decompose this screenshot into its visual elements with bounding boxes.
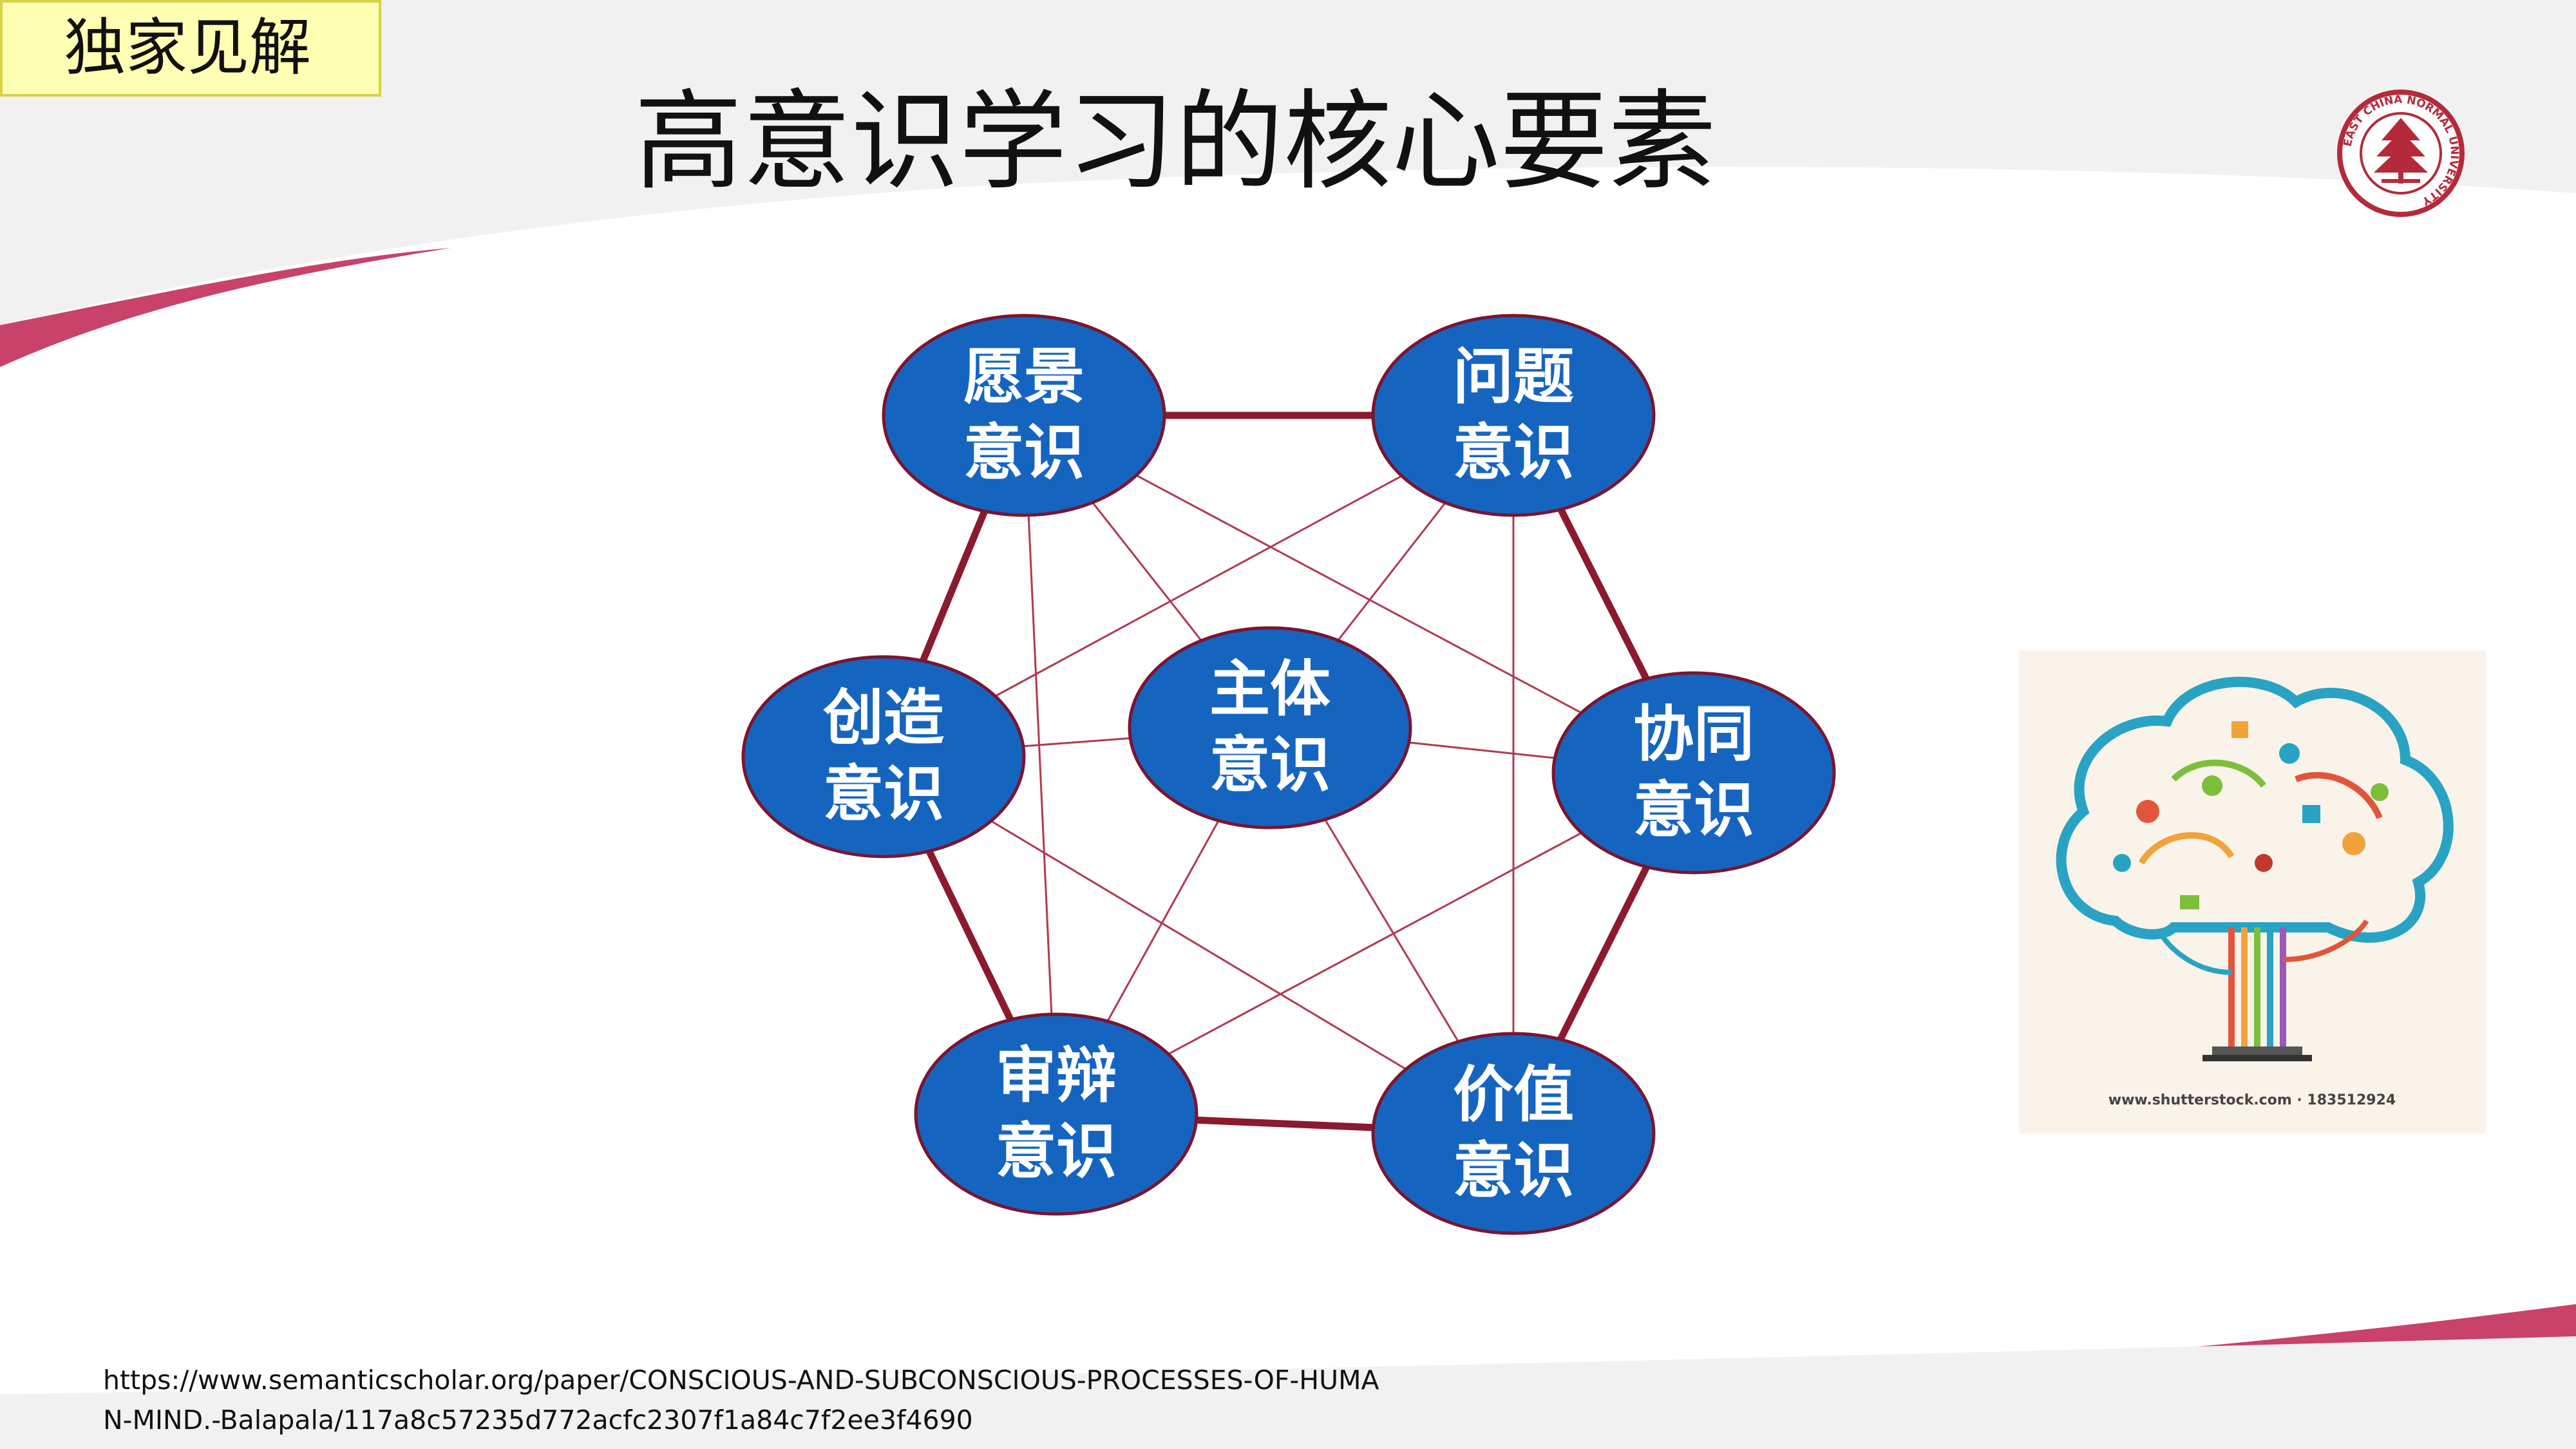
left-red-swoosh — [0, 248, 451, 367]
insight-tag: 独家见解 — [0, 0, 381, 97]
node-label-line2: 意识 — [1452, 418, 1574, 488]
slide-title: 高意识学习的核心要素 — [0, 77, 2576, 207]
node-create — [741, 655, 1026, 858]
node-label-value: 价值意识 — [1391, 1057, 1636, 1209]
node-label-line1: 问题 — [1452, 342, 1574, 412]
link-vision-critical — [1023, 415, 1057, 1115]
node-problem — [1371, 314, 1656, 517]
brain-icons-illustration: www.shutterstock.com · 183512924 — [2019, 650, 2486, 1133]
node-label-line1: 审辩 — [995, 1041, 1117, 1111]
node-label-critical: 审辩意识 — [934, 1038, 1179, 1190]
right-red-swoosh — [1977, 1304, 2576, 1367]
tree-icon — [2374, 118, 2428, 184]
node-label-subject: 主体意识 — [1148, 652, 1392, 804]
slide-title-text: 高意识学习的核心要素 — [634, 79, 1716, 205]
image-watermark-text: www.shutterstock.com · 183512924 — [2108, 1092, 2396, 1108]
node-value — [1371, 1032, 1656, 1235]
node-label-line1: 协同 — [1633, 699, 1754, 770]
insight-tag-label: 独家见解 — [64, 12, 311, 84]
reference-url: https://www.semanticscholar.org/paper/CO… — [103, 1365, 1379, 1435]
node-label-line2: 意识 — [995, 1117, 1117, 1187]
node-shapes — [741, 314, 1836, 1235]
node-label-problem: 问题意识 — [1391, 339, 1636, 491]
node-label-collab: 协同意识 — [1571, 697, 1816, 849]
node-label-line1: 愿景 — [963, 342, 1084, 412]
node-collab — [1551, 671, 1836, 875]
node-label-vision: 愿景意识 — [902, 339, 1146, 491]
node-label-create: 创造意识 — [761, 681, 1006, 833]
node-vision — [882, 314, 1166, 517]
node-label-line2: 意识 — [1633, 775, 1754, 846]
node-label-line2: 意识 — [822, 759, 944, 829]
node-label-line1: 创造 — [822, 683, 944, 753]
node-label-line2: 意识 — [1452, 1136, 1574, 1206]
node-critical — [914, 1012, 1198, 1216]
node-label-line1: 价值 — [1452, 1060, 1574, 1130]
ecnu-seal-logo: EAST CHINA NORMAL UNIVERSITY — [2337, 90, 2465, 217]
node-label-line1: 主体 — [1209, 654, 1331, 724]
node-subject — [1128, 626, 1412, 829]
node-label-line2: 意识 — [1209, 730, 1331, 800]
bottom-gray-band — [0, 1336, 2576, 1449]
node-label-line2: 意识 — [963, 418, 1084, 488]
